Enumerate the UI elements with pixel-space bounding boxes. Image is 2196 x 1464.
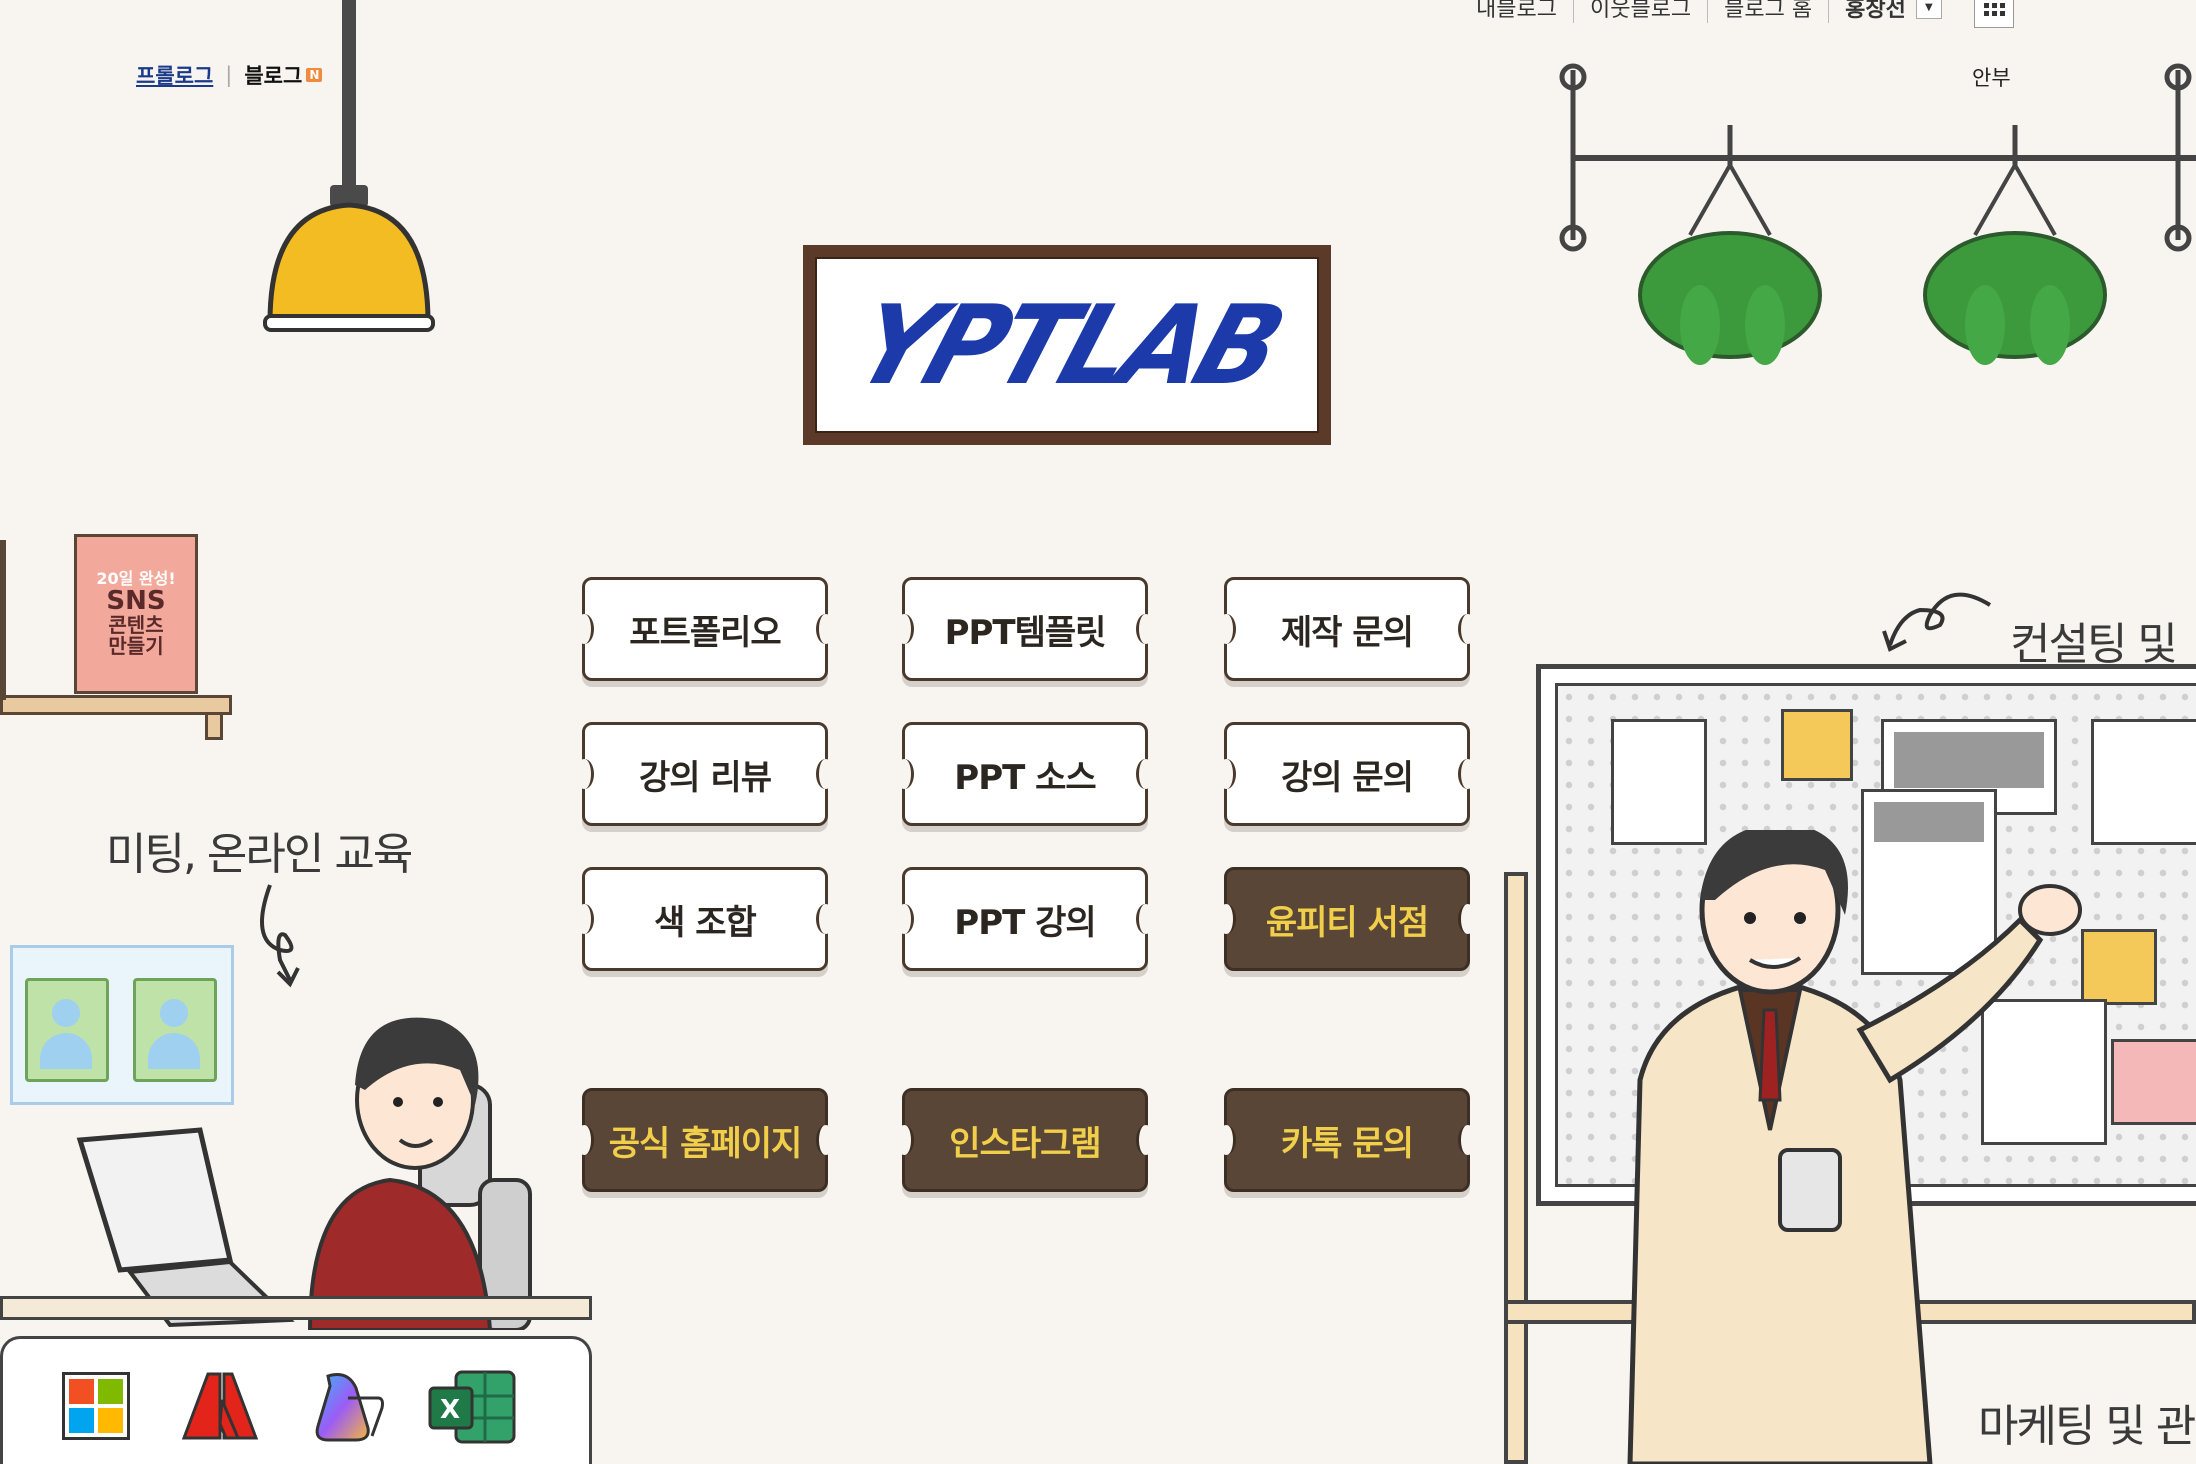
- note-paper: [1611, 719, 1707, 845]
- sticky-note: [1781, 709, 1853, 781]
- menu-button[interactable]: 인스타그램: [895, 1088, 1155, 1192]
- menu-button[interactable]: PPT템플릿: [895, 577, 1155, 681]
- sticky-note: [2081, 929, 2157, 1005]
- menu-button[interactable]: 포트폴리오: [575, 577, 835, 681]
- marketing-label: 마케팅 및 관: [1978, 1401, 2196, 1452]
- shelf-bracket: [205, 712, 223, 740]
- my-blog-link[interactable]: 내블로그: [1460, 0, 1574, 23]
- adobe-icon[interactable]: [180, 1370, 260, 1442]
- logo-frame: YPTLAB: [803, 245, 1331, 445]
- hanging-plants-illustration: [1559, 63, 2196, 365]
- shelf-edge: [0, 540, 6, 700]
- yptlab-logo: YPTLAB: [839, 280, 1295, 410]
- windows-icon[interactable]: [62, 1372, 130, 1440]
- menu-button[interactable]: 공식 홈페이지: [575, 1088, 835, 1192]
- sns-book[interactable]: 20일 완성! SNS 콘텐츠 만들기: [74, 534, 198, 694]
- new-badge: N: [306, 68, 323, 82]
- participant-avatar: [25, 978, 109, 1082]
- menu-button[interactable]: 제작 문의: [1217, 577, 1477, 681]
- blog-link[interactable]: 블로그: [244, 64, 303, 88]
- breadcrumb-divider: |: [225, 63, 233, 87]
- seated-man-illustration: [76, 1017, 532, 1330]
- chart-paper: [2091, 719, 2196, 845]
- table-paper: [1981, 999, 2107, 1145]
- pink-card: [2111, 1039, 2196, 1125]
- curved-arrow-icon: [1882, 592, 1992, 652]
- neighbor-blog-link[interactable]: 이웃블로그: [1574, 0, 1709, 23]
- report-paper: [1861, 789, 1997, 975]
- menu-button[interactable]: 카톡 문의: [1217, 1088, 1477, 1192]
- menu-button[interactable]: 윤피티 서점: [1217, 867, 1477, 971]
- copilot-icon[interactable]: [308, 1368, 388, 1444]
- user-name: 홍창선: [1845, 0, 1906, 22]
- breadcrumb: 프롤로그 | 블로그 N: [136, 60, 323, 90]
- blog-home-link[interactable]: 블로그 홈: [1708, 0, 1830, 23]
- menu-button[interactable]: 강의 문의: [1217, 722, 1477, 826]
- book-title-line1: 20일 완성!: [96, 568, 176, 588]
- meeting-label: 미팅, 온라인 교육: [106, 829, 413, 880]
- pendant-lamp-illustration: [263, 0, 435, 332]
- apps-grid-icon[interactable]: [1974, 0, 2014, 28]
- presenting-man-illustration: [1627, 830, 2082, 1464]
- curved-arrow-icon: [260, 884, 300, 988]
- shelf: [0, 695, 232, 715]
- svg-text:X: X: [440, 1395, 460, 1425]
- guestbook-link[interactable]: 안부: [1972, 66, 2011, 90]
- easel-leg: [1504, 872, 1528, 1464]
- book-title-line2: SNS: [106, 585, 166, 616]
- video-call-window: [10, 945, 234, 1105]
- excel-icon[interactable]: X: [426, 1366, 518, 1446]
- menu-button[interactable]: PPT 강의: [895, 867, 1155, 971]
- book-title-line4: 만들기: [108, 634, 164, 659]
- desk-top: [0, 1296, 592, 1320]
- consulting-label: 컨설팅 및: [2010, 619, 2178, 670]
- participant-avatar: [133, 978, 217, 1082]
- chevron-down-icon[interactable]: ▼: [1915, 0, 1942, 19]
- menu-button[interactable]: PPT 소스: [895, 722, 1155, 826]
- book-title-line3: 콘텐츠: [108, 613, 164, 638]
- top-navigation: 내블로그 이웃블로그 블로그 홈 홍창선 ▼: [1460, 0, 1954, 23]
- menu-button[interactable]: 색 조합: [575, 867, 835, 971]
- prologue-link[interactable]: 프롤로그: [136, 64, 214, 88]
- menu-button[interactable]: 강의 리뷰: [575, 722, 835, 826]
- user-menu[interactable]: 홍창선 ▼: [1829, 0, 1954, 23]
